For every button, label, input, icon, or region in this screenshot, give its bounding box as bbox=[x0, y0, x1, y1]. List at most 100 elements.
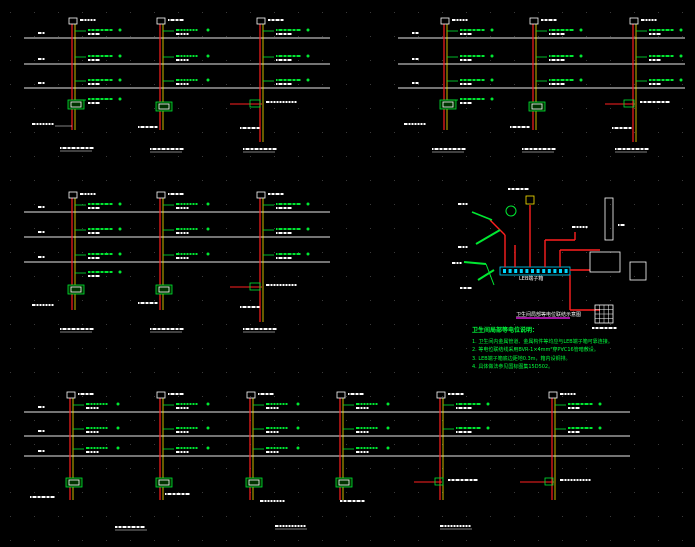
glyph bbox=[42, 206, 45, 208]
meter-icon bbox=[598, 402, 602, 406]
label-mark bbox=[460, 33, 472, 35]
glyph bbox=[276, 500, 279, 502]
grid-dot bbox=[562, 252, 563, 253]
grid-dot bbox=[58, 468, 59, 469]
glyph bbox=[270, 500, 273, 502]
terminal bbox=[542, 269, 546, 273]
glyph bbox=[93, 431, 96, 433]
grid-dot bbox=[346, 180, 347, 181]
grid-dot bbox=[466, 372, 467, 373]
grid-dot bbox=[610, 300, 611, 301]
glyph bbox=[179, 148, 184, 150]
grid-dot bbox=[250, 372, 251, 373]
grid-dot bbox=[514, 468, 515, 469]
grid-dot bbox=[466, 156, 467, 157]
glyph bbox=[93, 403, 96, 405]
riser-top-box bbox=[629, 17, 639, 25]
glyph bbox=[464, 479, 469, 481]
glyph bbox=[245, 148, 250, 150]
glyph bbox=[476, 403, 481, 405]
glyph bbox=[42, 123, 45, 125]
glyph bbox=[179, 328, 184, 330]
glyph bbox=[150, 328, 152, 330]
glyph bbox=[50, 496, 55, 498]
grid-dot bbox=[634, 468, 635, 469]
glyph bbox=[175, 193, 179, 195]
glyph bbox=[175, 393, 179, 395]
label-mark bbox=[549, 29, 574, 31]
glyph bbox=[292, 203, 296, 205]
grid-dot bbox=[370, 492, 371, 493]
glyph bbox=[589, 427, 593, 429]
glyph bbox=[423, 123, 426, 125]
glyph bbox=[109, 98, 113, 100]
grid-dot bbox=[538, 516, 539, 517]
glyph bbox=[656, 83, 661, 85]
grid-dot bbox=[370, 36, 371, 37]
glyph bbox=[95, 203, 100, 205]
glyph bbox=[161, 148, 166, 150]
grid-dot bbox=[250, 276, 251, 277]
label-mark bbox=[592, 327, 617, 329]
glyph bbox=[186, 207, 189, 209]
glyph bbox=[652, 79, 656, 81]
glyph bbox=[157, 328, 161, 330]
glyph bbox=[589, 403, 593, 405]
grid-dot bbox=[514, 492, 515, 493]
glyph bbox=[560, 393, 564, 395]
glyph bbox=[80, 393, 85, 395]
grid-dot bbox=[490, 132, 491, 133]
glyph bbox=[96, 431, 99, 433]
glyph bbox=[292, 55, 296, 57]
glyph bbox=[628, 127, 632, 129]
glyph bbox=[183, 403, 186, 405]
glyph bbox=[186, 253, 189, 255]
grid-dot bbox=[58, 132, 59, 133]
grid-dot bbox=[634, 444, 635, 445]
grid-dot bbox=[370, 204, 371, 205]
grid-dot bbox=[82, 420, 83, 421]
label-mark bbox=[86, 427, 108, 429]
glyph bbox=[168, 19, 170, 21]
grid-dot bbox=[106, 348, 107, 349]
glyph bbox=[556, 59, 560, 61]
grid-dot bbox=[418, 276, 419, 277]
grid-dot bbox=[610, 348, 611, 349]
distribution-panel bbox=[67, 284, 85, 295]
glyph bbox=[100, 29, 104, 31]
grid-dot bbox=[682, 132, 683, 133]
glyph bbox=[623, 127, 628, 129]
grid-dot bbox=[658, 180, 659, 181]
glyph bbox=[665, 29, 670, 31]
label-mark bbox=[86, 407, 99, 409]
glyph bbox=[71, 147, 76, 149]
glyph bbox=[415, 32, 419, 34]
label-mark bbox=[176, 407, 189, 409]
glyph bbox=[273, 284, 276, 286]
glyph bbox=[176, 79, 180, 81]
meter-icon bbox=[206, 54, 210, 58]
glyph bbox=[240, 306, 242, 308]
glyph bbox=[455, 479, 460, 481]
grid-dot bbox=[34, 420, 35, 421]
meter-icon bbox=[579, 28, 583, 32]
label-mark bbox=[412, 32, 419, 34]
glyph bbox=[91, 207, 95, 209]
grid-dot bbox=[370, 228, 371, 229]
glyph bbox=[576, 226, 579, 228]
glyph bbox=[568, 427, 571, 429]
grid-dot bbox=[658, 324, 659, 325]
grid-dot bbox=[610, 132, 611, 133]
glyph bbox=[635, 148, 640, 150]
label-mark bbox=[460, 287, 472, 289]
grid-dot bbox=[466, 348, 467, 349]
label-mark bbox=[88, 79, 113, 81]
glyph bbox=[176, 83, 180, 85]
glyph bbox=[575, 403, 580, 405]
grid-dot bbox=[10, 420, 11, 421]
riser-column bbox=[155, 17, 210, 130]
grid-dot bbox=[178, 180, 179, 181]
glyph bbox=[183, 451, 186, 453]
glyph bbox=[460, 79, 463, 81]
notes-heading: 卫生间局部等电位说明： bbox=[472, 327, 539, 334]
